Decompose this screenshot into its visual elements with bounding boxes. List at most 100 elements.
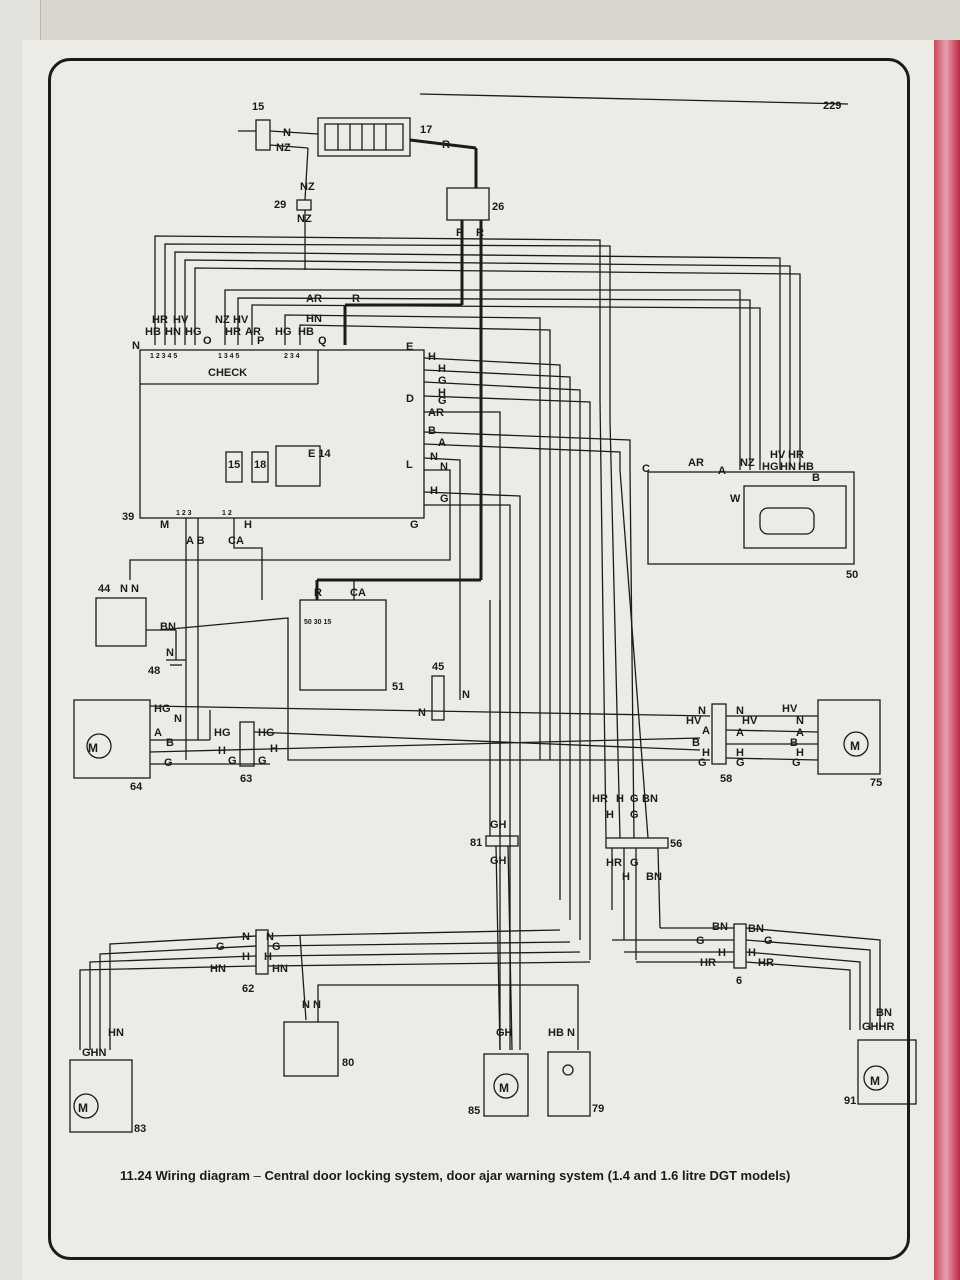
wire-label: BN: [160, 621, 176, 633]
control-unit-39: [139, 349, 425, 519]
header-rule: [419, 93, 849, 105]
wire-label: G: [272, 941, 281, 953]
wire-label: G: [438, 375, 447, 387]
connector-58: [711, 703, 727, 765]
wire-label: NZ: [300, 181, 315, 193]
wire-label: HG: [275, 326, 292, 338]
wire-label: R: [352, 293, 360, 305]
wire-label: R: [442, 139, 450, 151]
wire-label: N: [440, 461, 448, 473]
wire-label: HB: [298, 326, 314, 338]
connector-56: [605, 837, 669, 849]
wire-label: R: [456, 227, 464, 239]
label-44: 44: [98, 583, 111, 595]
relay-e14: [275, 445, 321, 487]
label-58: 58: [720, 773, 732, 785]
connector-label: A: [718, 465, 726, 477]
wire-label: HG: [762, 461, 779, 473]
connector-label: P: [257, 335, 264, 347]
label-62: 62: [242, 983, 254, 995]
wire-label: H: [242, 951, 250, 963]
sensor-80: [283, 1021, 339, 1077]
wire-label: HN: [272, 963, 288, 975]
wire-label: HG: [154, 703, 171, 715]
courtesy-unit-50: [647, 471, 855, 565]
connector-label: E: [406, 341, 413, 353]
wire-label: NZ: [297, 213, 312, 225]
wire-label: BN: [646, 871, 662, 883]
motor-91: [857, 1039, 917, 1105]
pin-numbers: 50 30 15: [304, 619, 331, 626]
wire-label: HN: [108, 1027, 124, 1039]
wire-label: HN: [210, 963, 226, 975]
wire-label: G: [696, 935, 705, 947]
wire-label: HV: [173, 314, 189, 326]
wire-label: N: [698, 705, 706, 717]
pin-numbers: 1 2 3: [176, 510, 192, 517]
wire-label: HG: [185, 326, 202, 338]
wire-label: N N: [302, 999, 321, 1011]
wire-label: G: [440, 493, 449, 505]
wire-label: H: [748, 947, 756, 959]
wire-label: NZ: [276, 142, 291, 154]
wire-label: N: [242, 931, 250, 943]
wire-label: G: [630, 793, 639, 805]
connector-6: [733, 923, 747, 969]
label-45: 45: [432, 661, 444, 673]
wire-label: B: [428, 425, 436, 437]
label-64: 64: [130, 781, 143, 793]
diagram-frame: [48, 58, 910, 1260]
connector-45: [431, 675, 445, 721]
sensor-44: [95, 597, 147, 647]
label-50: 50: [846, 569, 858, 581]
wire-label: G: [258, 755, 267, 767]
wire-label: HB N: [548, 1027, 575, 1039]
wire-label: HR: [592, 793, 608, 805]
wire-label: AR: [688, 457, 704, 469]
connector-label: H: [244, 519, 252, 531]
wire-label: H: [428, 351, 436, 363]
wire-label: GHN: [82, 1047, 107, 1059]
motor-symbol: M: [88, 741, 98, 755]
wire-label: G: [630, 809, 639, 821]
wire-label: GH: [496, 1027, 513, 1039]
motor-symbol: M: [499, 1081, 509, 1095]
wire-label: H: [718, 947, 726, 959]
connector-label: B: [812, 472, 820, 484]
wire-label: HV: [770, 449, 786, 461]
connector-81: [485, 835, 519, 847]
wire-label: HR: [758, 957, 774, 969]
label-39: 39: [122, 511, 134, 523]
label-51: 51: [392, 681, 404, 693]
wire-label: B: [790, 737, 798, 749]
wire-label: N: [166, 647, 174, 659]
wire-label: BN: [876, 1007, 892, 1019]
connector-15: [255, 119, 271, 151]
connector-label: L: [406, 459, 413, 471]
wire-label: A: [702, 725, 710, 737]
wire-label: HN: [780, 461, 796, 473]
wire-label: AR: [245, 326, 261, 338]
figure-caption: 11.24 Wiring diagram – Central door lock…: [120, 1168, 790, 1183]
label-91: 91: [844, 1095, 856, 1107]
wire-label: H: [616, 793, 624, 805]
wire-label: H: [702, 747, 710, 759]
wire-label: H: [218, 745, 226, 757]
wire-label: H: [270, 743, 278, 755]
wire-label: N: [736, 705, 744, 717]
connector-label: M: [160, 519, 169, 531]
connector-label: N: [132, 340, 140, 352]
wire-label: B: [166, 737, 174, 749]
figure-title: Wiring diagram: [155, 1168, 250, 1183]
wire-label: G: [698, 757, 707, 769]
motor-83: [69, 1059, 133, 1133]
wire-label: BN: [642, 793, 658, 805]
wire-label: BN: [712, 921, 728, 933]
wire-label: NZ: [215, 314, 230, 326]
wire-label: G: [216, 941, 225, 953]
label-75: 75: [870, 777, 882, 789]
wire-label: H: [438, 363, 446, 375]
wire-label: H: [438, 387, 446, 399]
connector-label: D: [406, 393, 414, 405]
